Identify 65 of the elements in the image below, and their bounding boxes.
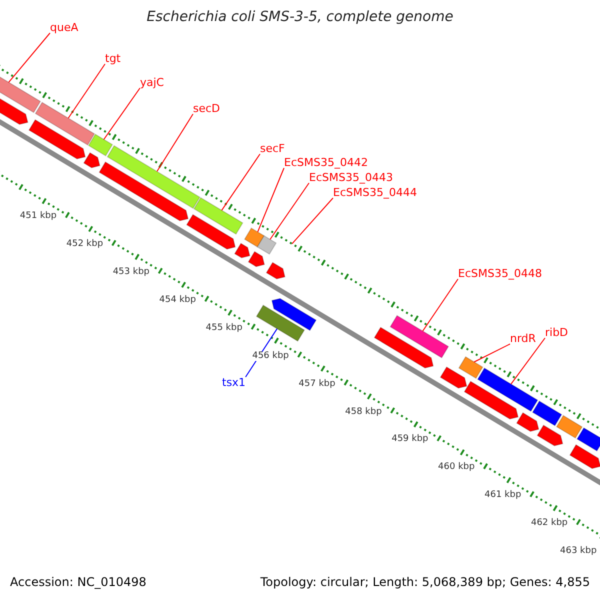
- gene-bar: [244, 227, 265, 248]
- gene-block: [266, 262, 286, 280]
- scale-label: 451 kbp: [20, 212, 57, 222]
- leader-line: [474, 344, 510, 362]
- gene-block: [28, 119, 86, 160]
- scale-label: 452 kbp: [66, 240, 104, 250]
- accession-text: Accession: NC_010498: [10, 576, 146, 588]
- gene-label: EcSMS35_0448: [458, 268, 542, 279]
- scale-label: 459 kbp: [392, 435, 428, 444]
- gene-bar: [256, 235, 277, 255]
- gene-label: ribD: [545, 327, 568, 338]
- scale-label: 456 kbp: [252, 352, 289, 361]
- gene-block: [234, 242, 250, 258]
- scale-label: 454 kbp: [159, 296, 196, 305]
- map-title: Escherichia coli SMS-3-5, complete genome: [146, 10, 454, 24]
- gene-label: secD: [193, 103, 220, 114]
- leader-line: [270, 182, 310, 240]
- gene-block: [569, 444, 600, 470]
- gene-bar: [106, 145, 200, 209]
- gene-label: tgt: [105, 53, 121, 64]
- gene-bar: [556, 414, 583, 439]
- genome-info-text: Topology: circular; Length: 5,068,389 bp; Genes: 4,855: [260, 576, 590, 588]
- gene-bar: [88, 134, 114, 156]
- leader-line: [68, 64, 106, 119]
- gene-block: [83, 152, 100, 168]
- leader-line: [510, 338, 546, 385]
- gene-block: [271, 298, 317, 332]
- leader-line: [292, 198, 334, 244]
- gene-block: [536, 424, 564, 446]
- scale-label: 462 kbp: [530, 519, 568, 528]
- leader-line: [422, 278, 458, 332]
- scale-label: 457 kbp: [298, 380, 336, 389]
- gene-label: yajC: [140, 77, 164, 88]
- gene-block: [186, 214, 236, 250]
- gene-bar: [477, 367, 538, 412]
- gene-label: EcSMS35_0444: [333, 187, 417, 198]
- gene-block: [374, 326, 434, 369]
- gene-bar: [193, 197, 244, 235]
- gene-label: EcSMS35_0443: [309, 172, 393, 183]
- gene-block: [440, 366, 468, 389]
- scale-label: 455 kbp: [206, 324, 242, 333]
- gene-bar: [390, 314, 450, 358]
- gene-block: [98, 161, 189, 222]
- gene-label: tsx1: [222, 377, 246, 388]
- gene-bar: [34, 102, 96, 146]
- scale-label: 463 kbp: [560, 547, 597, 556]
- gene-bar: [576, 427, 600, 452]
- scale-label: 461 kbp: [484, 491, 522, 500]
- leader-line: [257, 168, 284, 232]
- leader-line: [8, 32, 50, 83]
- scale-label: 460 kbp: [438, 463, 475, 472]
- gene-block: [248, 250, 265, 268]
- scale-label: 458 kbp: [345, 408, 382, 417]
- leader-line: [103, 88, 140, 140]
- leader-line: [221, 154, 260, 211]
- gene-label: nrdR: [510, 333, 536, 344]
- gene-label: EcSMS35_0442: [284, 157, 368, 168]
- gene-label: queA: [50, 22, 78, 33]
- gene-bar: [458, 356, 484, 379]
- gene-label: secF: [260, 143, 285, 154]
- gene-bar: [256, 304, 306, 342]
- gene-bar: [532, 400, 562, 426]
- leader-line: [156, 114, 194, 172]
- scale-label: 453 kbp: [112, 268, 150, 277]
- gene-block: [464, 380, 519, 420]
